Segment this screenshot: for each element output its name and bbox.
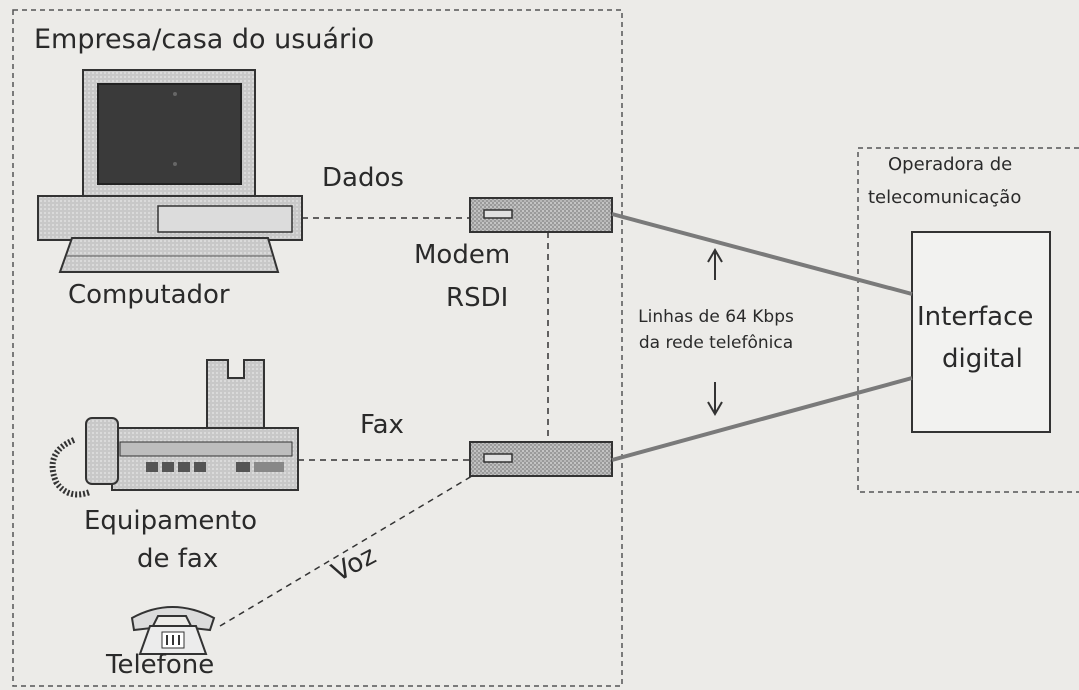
- computer-icon: [38, 70, 302, 272]
- arrow-down-icon: [708, 382, 722, 414]
- isdn-modem-bottom-icon: [470, 442, 612, 476]
- customer-area-title: Empresa/casa do usuário: [34, 24, 374, 55]
- data-label: Dados: [322, 163, 404, 193]
- line-64k-top: [612, 214, 912, 294]
- telephone-icon: [132, 607, 214, 654]
- lines-label-line2: da rede telefônica: [626, 330, 806, 356]
- lines-64k-label: Linhas de 64 Kbps da rede telefônica: [626, 304, 806, 356]
- modem-label-line1: Modem: [414, 240, 510, 270]
- modem-label-line2: RSDI: [446, 283, 508, 313]
- telephone-label: Telefone: [106, 650, 214, 680]
- interface-label-line1: Interface: [917, 302, 1033, 332]
- arrow-up-icon: [708, 250, 722, 280]
- interface-label-line2: digital: [942, 344, 1023, 374]
- fax-machine-icon: [53, 360, 298, 494]
- isdn-modem-top-icon: [470, 198, 612, 232]
- lines-label-line1: Linhas de 64 Kbps: [626, 304, 806, 330]
- digital-interface-box: [912, 232, 1050, 432]
- fax-label: Fax: [360, 410, 404, 440]
- fax-device-label-line2: de fax: [137, 544, 218, 574]
- fax-device-label-line1: Equipamento: [84, 506, 257, 536]
- operator-title-line1: Operadora de: [888, 154, 1012, 175]
- line-64k-bottom: [612, 378, 912, 460]
- computer-label: Computador: [68, 280, 230, 310]
- operator-title-line2: telecomunicação: [868, 187, 1021, 208]
